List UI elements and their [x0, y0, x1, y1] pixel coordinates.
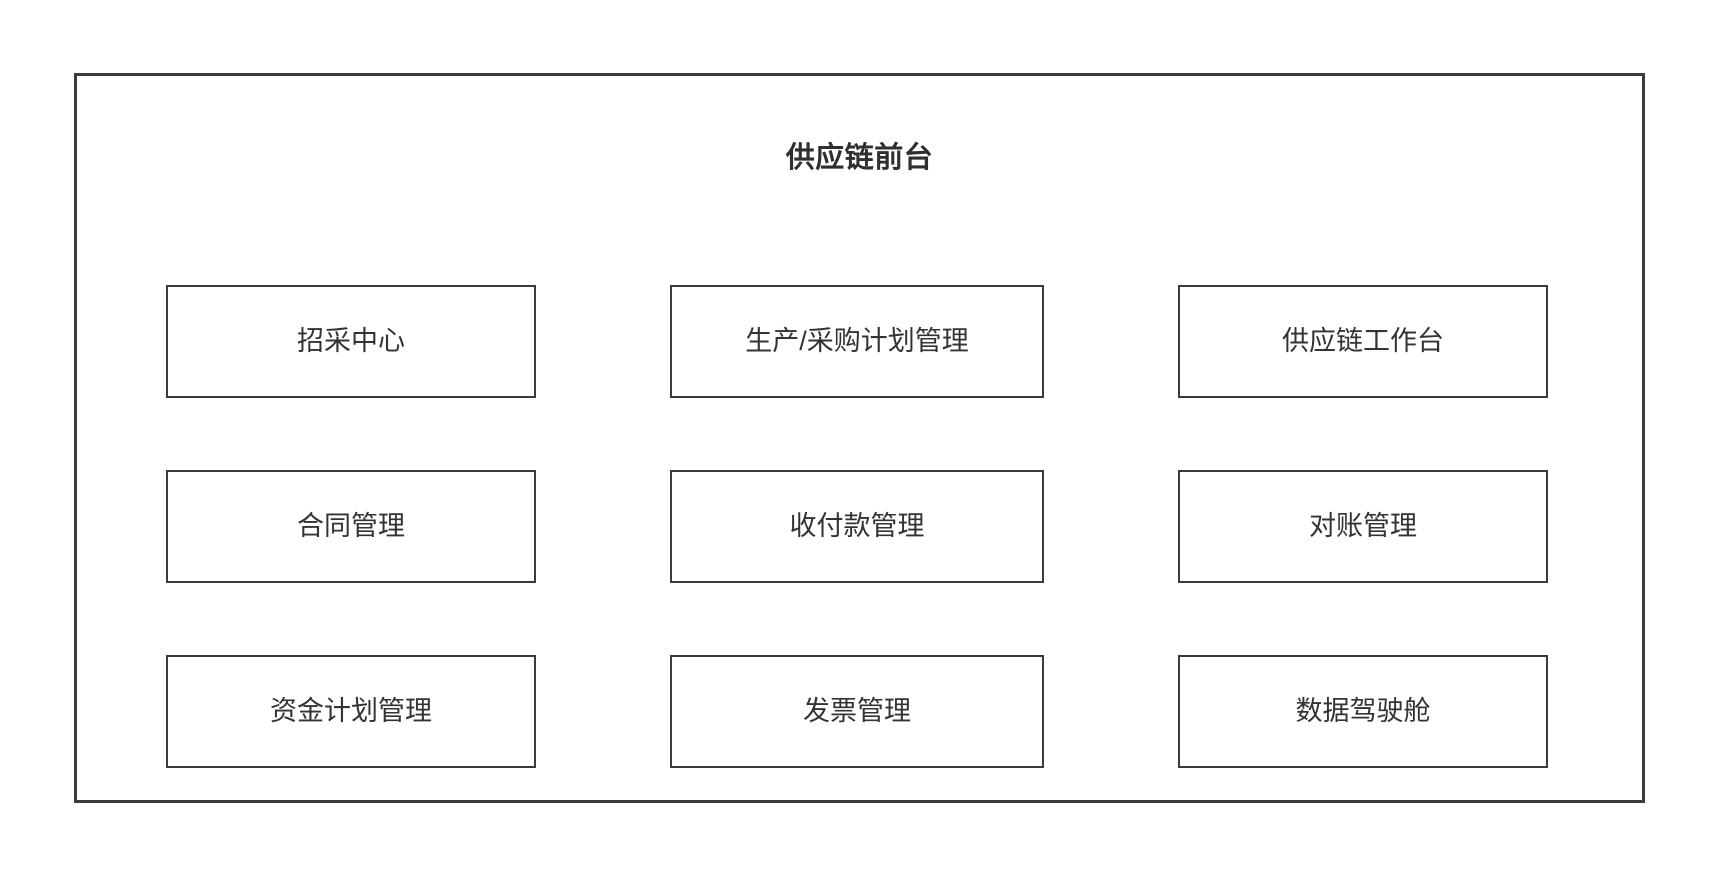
module-tile-duizhang-guanli[interactable]: 对账管理: [1178, 470, 1548, 583]
module-tile-label: 收付款管理: [789, 510, 925, 541]
panel-title: 供应链前台: [785, 142, 934, 175]
module-tile-shoufukuan-guanli[interactable]: 收付款管理: [670, 470, 1044, 583]
module-tile-zijin-jihua-guanli[interactable]: 资金计划管理: [166, 655, 536, 768]
supply-chain-frontend-panel: 供应链前台 招采中心 生产/采购计划管理 供应链工作台 合同管理 收付款管理 对…: [74, 73, 1645, 803]
module-tile-shengchan-caigou-jihua-guanli[interactable]: 生产/采购计划管理: [670, 285, 1044, 398]
module-tile-label: 发票管理: [803, 695, 911, 726]
module-tile-fapiao-guanli[interactable]: 发票管理: [670, 655, 1044, 768]
module-grid: 招采中心 生产/采购计划管理 供应链工作台 合同管理 收付款管理 对账管理 资金…: [166, 285, 1553, 768]
module-tile-label: 合同管理: [297, 510, 405, 541]
module-tile-zhaocaizhongxin[interactable]: 招采中心: [166, 285, 536, 398]
module-tile-label: 招采中心: [297, 325, 405, 356]
module-tile-label: 资金计划管理: [270, 695, 432, 726]
module-tile-gongyinglian-gongzuotai[interactable]: 供应链工作台: [1178, 285, 1548, 398]
module-tile-label: 供应链工作台: [1282, 325, 1444, 356]
module-tile-label: 数据驾驶舱: [1295, 695, 1431, 726]
module-tile-hetong-guanli[interactable]: 合同管理: [166, 470, 536, 583]
module-tile-label: 对账管理: [1309, 510, 1417, 541]
module-tile-shuju-jiashicang[interactable]: 数据驾驶舱: [1178, 655, 1548, 768]
module-tile-label: 生产/采购计划管理: [745, 325, 969, 356]
